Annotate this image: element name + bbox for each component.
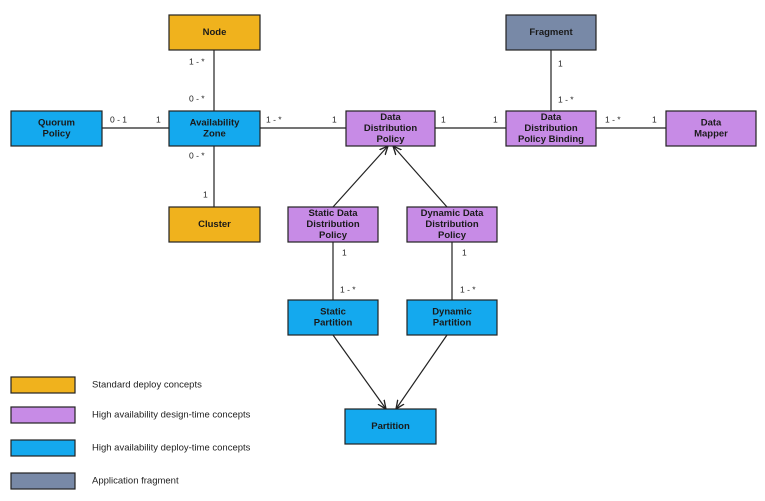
legend-label: High availability deploy-time concepts: [92, 443, 251, 454]
dynamic-ddp-label: Dynamic Data: [421, 208, 485, 219]
data-distribution-policy-shape: [345, 110, 436, 147]
data-mapper-label: Mapper: [694, 129, 728, 140]
multiplicity-labels: 1 - * 0 - * 0 - * 1 0 - 1 1 1 - * 1 1 1 1 1 - * 1 - …: [110, 56, 657, 294]
quorum-policy-shape: [10, 110, 103, 147]
ddp-binding-shape: [505, 110, 597, 147]
legend-swatch: [10, 376, 76, 394]
multiplicity-binding-mapper-right: 1: [652, 114, 657, 124]
multiplicity-quorum-az-right: 1: [156, 114, 161, 124]
multiplicity-az-ddp-right: 1: [332, 114, 337, 124]
fragment-shape: [505, 14, 597, 51]
dynamic-ddp-generalization-arrow: [393, 146, 448, 208]
static-partition-shape: [287, 299, 379, 336]
multiplicity-fragment-binding-top: 1: [558, 58, 563, 68]
node-box: Node: [168, 14, 261, 51]
multiplicity-static-ddp-part-bottom: 1 - *: [340, 284, 356, 294]
dynamic-ddp-label: Policy: [438, 230, 467, 241]
multiplicity-binding-mapper-left: 1 - *: [605, 114, 621, 124]
multiplicity-az-cluster-bottom: 1: [203, 189, 208, 199]
legend-item: High availability deploy-time concepts: [10, 439, 251, 457]
legend-swatch: [10, 472, 76, 490]
static-partition-label: Partition: [314, 318, 353, 329]
multiplicity-az-ddp-left: 1 - *: [266, 114, 282, 124]
cluster-shape: [168, 206, 261, 243]
multiplicity-dynamic-ddp-part-bottom: 1 - *: [460, 284, 476, 294]
node-shape: [168, 14, 261, 51]
static-partition-arrow: [332, 334, 386, 409]
static-ddp-label: Static Data: [308, 208, 358, 219]
multiplicity-node-az-bottom: 0 - *: [189, 93, 205, 103]
data-distribution-policy-label: Distribution: [364, 123, 417, 134]
dynamic-partition-label: Partition: [433, 318, 472, 329]
dynamic-partition-arrow: [396, 334, 448, 409]
diagram-edges: [102, 50, 666, 409]
legend-label: High availability design-time concepts: [92, 410, 251, 421]
multiplicity-dynamic-ddp-part-top: 1: [462, 247, 467, 257]
availability-zone-label: Zone: [203, 129, 226, 140]
dynamic-ddp-label: Distribution: [425, 219, 478, 230]
data-mapper-label: Data: [701, 118, 722, 129]
legend-swatch: [10, 406, 76, 424]
diagram-nodes: NodeClusterQuorumPolicyAvailabilityZoneD…: [10, 14, 757, 445]
multiplicity-ddp-binding-left: 1: [441, 114, 446, 124]
legend-label: Standard deploy concepts: [92, 380, 202, 391]
multiplicity-az-cluster-top: 0 - *: [189, 150, 205, 160]
fragment-box: Fragment: [505, 14, 597, 51]
multiplicity-ddp-binding-right: 1: [493, 114, 498, 124]
cluster-box: Cluster: [168, 206, 261, 243]
multiplicity-quorum-az-left: 0 - 1: [110, 114, 127, 124]
legend-item: Standard deploy concepts: [10, 376, 202, 394]
cluster-label: Cluster: [198, 219, 231, 230]
partition-label: Partition: [371, 421, 410, 432]
ddp-binding-label: Policy Binding: [518, 134, 584, 145]
multiplicity-node-az-top: 1 - *: [189, 56, 205, 66]
partition-shape: [344, 408, 437, 445]
static-ddp-label: Distribution: [306, 219, 359, 230]
data-distribution-policy-label: Policy: [377, 134, 406, 145]
legend-swatch: [10, 439, 76, 457]
availability-zone-label: Availability: [190, 118, 241, 129]
static-partition-label: Static: [320, 307, 346, 318]
legend-label: Application fragment: [92, 476, 179, 487]
data-distribution-policy-label: Data: [380, 112, 401, 123]
legend-item: Application fragment: [10, 472, 179, 490]
dynamic-partition-label: Dynamic: [432, 307, 472, 318]
data-mapper-shape: [665, 110, 757, 147]
fragment-label: Fragment: [529, 27, 573, 38]
static-ddp-generalization-arrow: [332, 146, 388, 208]
ddp-binding-label: Distribution: [524, 123, 577, 134]
partition-box: Partition: [344, 408, 437, 445]
multiplicity-static-ddp-part-top: 1: [342, 247, 347, 257]
quorum-policy-label: Policy: [43, 129, 72, 140]
static-ddp-shape: [287, 206, 379, 243]
multiplicity-fragment-binding-bottom: 1 - *: [558, 94, 574, 104]
legend-item: High availability design-time concepts: [10, 406, 251, 424]
dynamic-partition-shape: [406, 299, 498, 336]
static-ddp-label: Policy: [319, 230, 348, 241]
node-label: Node: [203, 27, 227, 38]
availability-zone-shape: [168, 110, 261, 147]
dynamic-ddp-shape: [406, 206, 498, 243]
ddp-binding-label: Data: [541, 112, 562, 123]
quorum-policy-label: Quorum: [38, 118, 75, 129]
